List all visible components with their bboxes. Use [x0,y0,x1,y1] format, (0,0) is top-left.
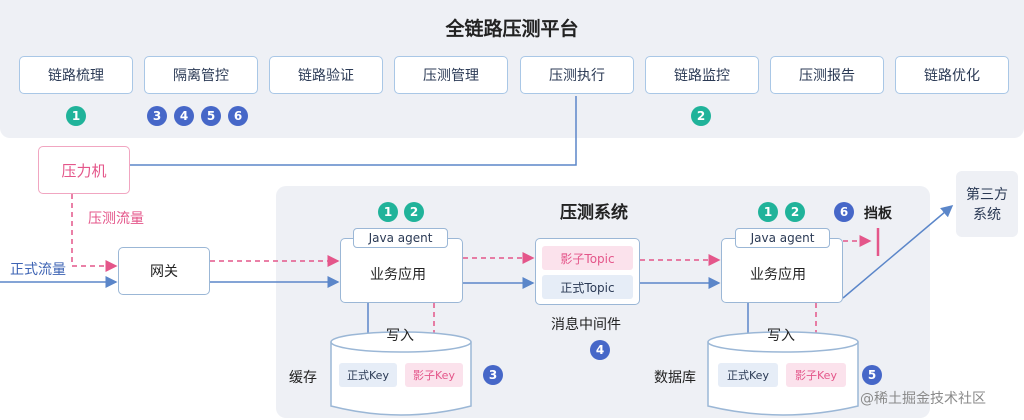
watermark: @稀土掘金技术社区 [860,391,986,407]
badge-2: 2 [785,202,805,222]
third-party-system: 第三方 系统 [956,171,1018,237]
db-write-label: 写入 [767,328,795,344]
cache-real-key: 正式Key [339,363,397,387]
db-label: 数据库 [654,370,696,386]
module-link-verification[interactable]: 链路验证 [269,56,383,94]
business-app-left-label: 业务应用 [370,267,426,283]
gateway: 网关 [118,247,210,295]
cache-label: 缓存 [289,370,317,386]
java-agent-right: Java agent [735,228,830,248]
badge-4: 4 [590,340,610,360]
badge-1: 1 [378,202,398,222]
module-isolation-control[interactable]: 隔离管控 [144,56,258,94]
business-app-left [340,238,463,303]
pressure-machine: 压力机 [38,146,130,194]
system-title: 压测系统 [560,203,628,223]
baffle-label: 挡板 [864,206,892,222]
badge-4: 4 [174,106,194,126]
java-agent-left: Java agent [353,228,448,248]
real-topic: 正式Topic [542,275,633,299]
shadow-topic: 影子Topic [542,246,633,270]
badge-2: 2 [404,202,424,222]
cache-write-label: 写入 [386,328,414,344]
message-middleware-label: 消息中间件 [551,317,621,333]
badge-1: 1 [758,202,778,222]
business-app-right [721,238,843,303]
badge-3: 3 [147,106,167,126]
third-party-line2: 系统 [973,207,1001,223]
platform-title: 全链路压测平台 [445,18,579,40]
module-link-sorting[interactable]: 链路梳理 [19,56,133,94]
real-traffic-label: 正式流量 [10,262,66,278]
db-real-key: 正式Key [718,363,778,387]
badge-1: 1 [66,106,86,126]
module-stress-report[interactable]: 压测报告 [770,56,884,94]
business-app-right-label: 业务应用 [750,267,806,283]
stress-traffic-label: 压测流量 [88,211,144,227]
badge-6: 6 [834,202,854,222]
module-link-monitoring[interactable]: 链路监控 [645,56,759,94]
badge-5: 5 [862,365,882,385]
badge-5: 5 [201,106,221,126]
badge-2: 2 [691,106,711,126]
third-party-line1: 第三方 [966,187,1008,203]
cache-shadow-key: 影子Key [405,363,463,387]
module-link-optimization[interactable]: 链路优化 [895,56,1009,94]
badge-3: 3 [483,365,503,385]
db-shadow-key: 影子Key [786,363,846,387]
badge-6: 6 [228,106,248,126]
module-stress-execution[interactable]: 压测执行 [520,56,634,94]
module-stress-management[interactable]: 压测管理 [394,56,508,94]
